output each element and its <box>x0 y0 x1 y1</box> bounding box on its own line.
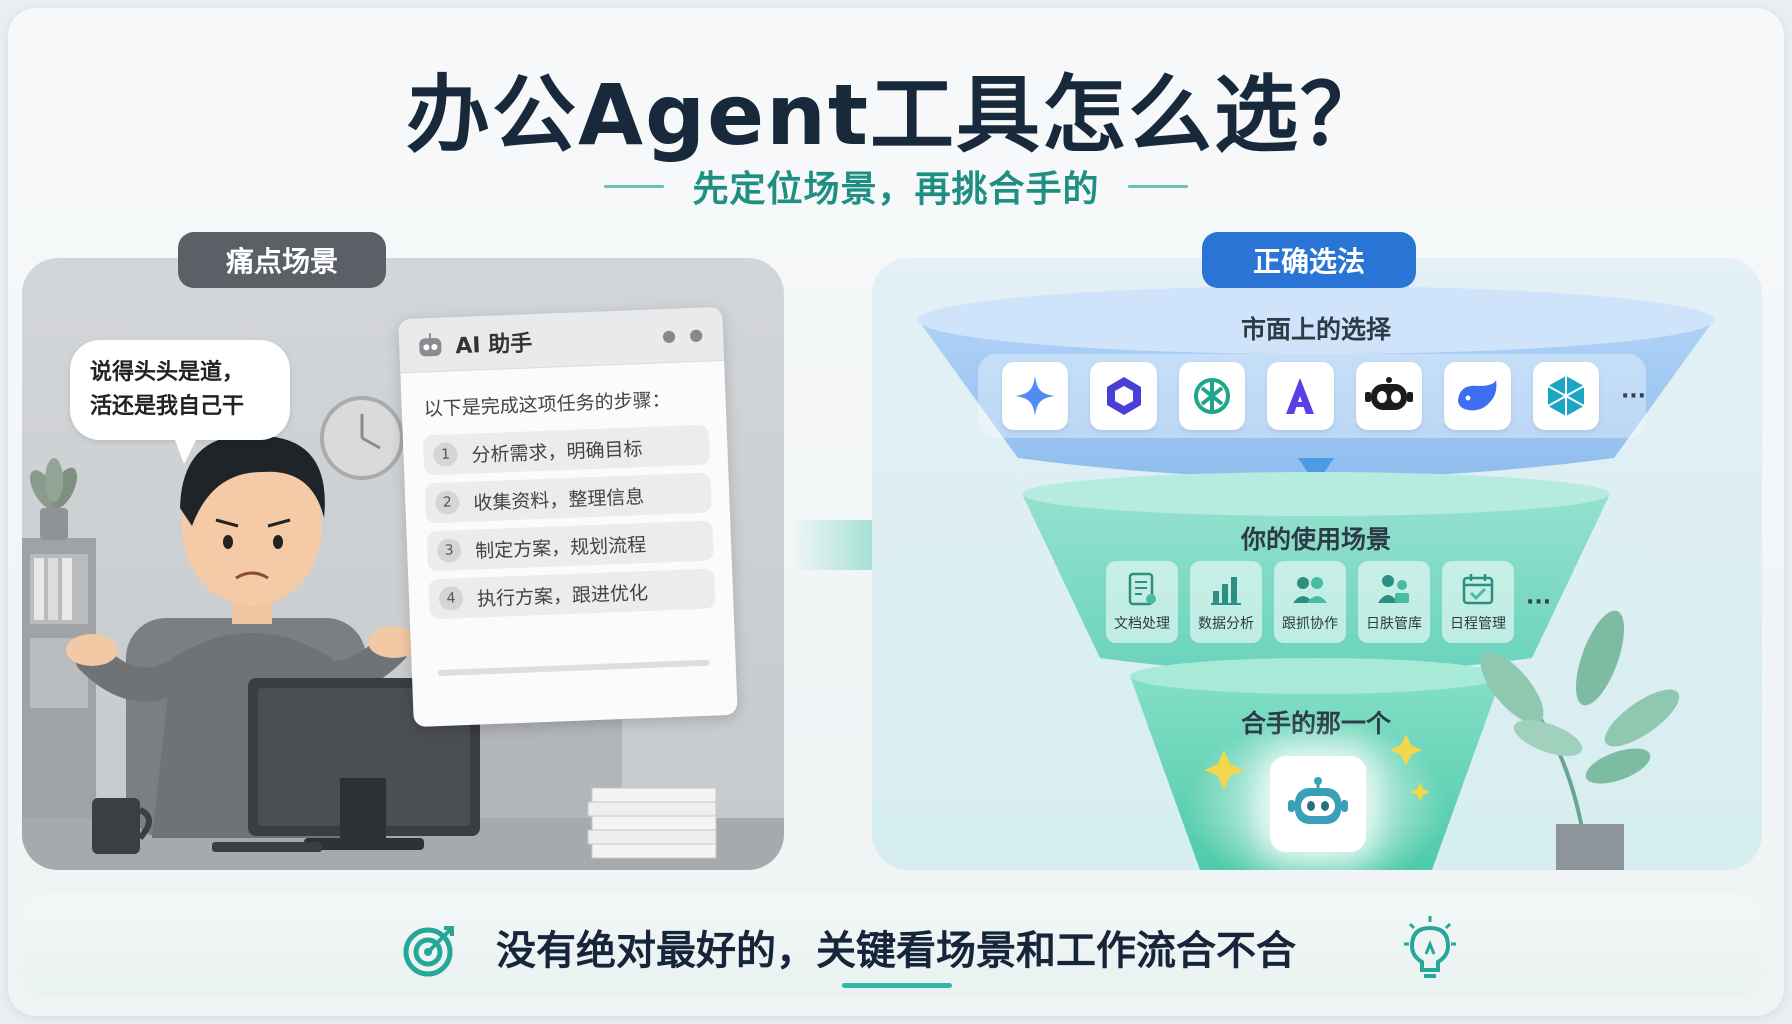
scene-label: 日肤管库 <box>1366 616 1422 632</box>
conclusion-underline <box>842 983 952 988</box>
pain-point-pill: 痛点场景 <box>178 232 386 288</box>
robot-head-icon <box>1364 377 1413 410</box>
plant-pot <box>40 508 68 540</box>
sparkle-icon <box>1390 734 1422 766</box>
ai-step-item: 2 收集资料，整理信息 <box>424 472 712 524</box>
tool-tile-robot[interactable] <box>1355 362 1423 430</box>
conclusion-banner <box>22 894 1762 996</box>
calendar-check-icon <box>1462 574 1494 605</box>
step-text: 分析需求，明确目标 <box>471 437 643 467</box>
scene-tile[interactable]: 日肤管库 <box>1358 561 1430 643</box>
tool-tile-sparkle[interactable] <box>1002 362 1069 430</box>
sparkle-icon <box>1204 750 1244 790</box>
target-icon <box>403 926 454 977</box>
window-controls-icon[interactable]: ● ● <box>661 324 708 346</box>
page-subtitle: 先定位场景，再挑合手的 <box>692 169 1100 210</box>
speech-line-2: 活还是我自己干 <box>90 394 245 419</box>
scene-tile[interactable]: 跟抓协作 <box>1274 561 1346 643</box>
step-number: 4 <box>438 586 464 612</box>
whale-icon <box>1458 380 1497 411</box>
bar-chart-icon <box>1211 577 1241 605</box>
scene-tile[interactable]: 日程管理 <box>1442 561 1514 643</box>
knot-logo-icon <box>1194 378 1231 414</box>
more-scenes-icon[interactable]: ··· <box>1526 589 1552 615</box>
correct-choice-pill: 正确选法 <box>1202 232 1416 288</box>
conclusion-text: 没有绝对最好的，关键看场景和工作流合不合 <box>496 928 1296 974</box>
robot-assistant-icon <box>1288 777 1348 824</box>
sparkle-icon <box>1410 782 1430 802</box>
chosen-agent-tile[interactable] <box>1270 756 1366 852</box>
tool-tile-hexagon[interactable] <box>1090 362 1157 430</box>
tier-1-label: 市面上的选择 <box>1240 315 1391 344</box>
speech-line-1: 说得头头是道， <box>90 360 245 385</box>
sparkle-star-icon <box>1015 376 1056 416</box>
ai-loading-bar <box>437 659 710 677</box>
tier-2-label: 你的使用场景 <box>1240 525 1391 554</box>
paper-stack <box>587 787 717 859</box>
right-hand <box>368 626 420 658</box>
speech-bubble: 说得头头是道， 活还是我自己干 <box>70 340 290 440</box>
scene-label: 文档处理 <box>1114 616 1170 632</box>
ai-window-header: AI 助手 ● ● <box>398 306 725 374</box>
tool-tile-whale[interactable] <box>1444 362 1511 430</box>
step-text: 制定方案，规划流程 <box>474 533 647 563</box>
ai-window-title: AI 助手 <box>454 330 533 359</box>
more-tools-icon[interactable]: ··· <box>1620 383 1647 409</box>
tool-logo-row: ··· <box>978 354 1646 438</box>
subtitle-line-left <box>604 184 665 188</box>
tier-3-label: 合手的那一个 <box>1240 709 1391 738</box>
page-title: 办公Agent工具怎么选？ <box>405 66 1387 164</box>
document-edit-icon <box>1128 572 1156 606</box>
scene-label: 数据分析 <box>1198 616 1254 632</box>
tool-tile-cube[interactable] <box>1532 362 1599 430</box>
step-number: 3 <box>436 538 462 564</box>
step-number: 1 <box>433 442 458 468</box>
left-hand <box>66 634 118 666</box>
people-meeting-icon <box>1378 575 1409 603</box>
scene-row: 文档处理 数据分析 跟抓协作 日肤管库 <box>1106 560 1558 644</box>
letter-a-logo-icon <box>1286 378 1315 414</box>
arrow-down-icon <box>1298 458 1334 484</box>
tool-tile-letter-a[interactable] <box>1267 362 1334 430</box>
coffee-mug <box>92 798 140 854</box>
cube-facets-icon <box>1547 376 1585 416</box>
scene-label: 跟抓协作 <box>1282 616 1338 632</box>
pain-scene-illustration <box>22 396 784 870</box>
potted-plant-icon <box>1480 610 1680 870</box>
scene-label: 日程管理 <box>1450 616 1506 632</box>
step-text: 收集资料，整理信息 <box>472 485 645 515</box>
subtitle-line-right <box>1127 184 1188 188</box>
step-number: 2 <box>434 490 460 516</box>
ai-assistant-window: AI 助手 ● ● 以下是完成这项任务的步骤： 1 分析需求，明确目标 2 收集… <box>398 306 738 728</box>
team-icon <box>1293 577 1327 603</box>
ai-step-item: 1 分析需求，明确目标 <box>422 424 711 476</box>
ai-step-item: 4 执行方案，跟进优化 <box>428 568 716 620</box>
ai-step-item: 3 制定方案，规划流程 <box>426 520 714 572</box>
step-text: 执行方案，跟进优化 <box>476 581 649 611</box>
keyboard <box>212 842 322 852</box>
person-hair <box>180 435 325 526</box>
tool-tile-knot[interactable] <box>1178 362 1246 430</box>
hexagon-ring-icon <box>1106 377 1141 415</box>
scene-tile[interactable]: 文档处理 <box>1106 561 1178 643</box>
robot-avatar-icon <box>419 332 442 356</box>
speech-bubble-tail <box>172 432 200 464</box>
ai-intro-text: 以下是完成这项任务的步骤： <box>423 388 672 421</box>
lightbulb-icon <box>1404 916 1456 978</box>
scene-tile[interactable]: 数据分析 <box>1190 561 1262 643</box>
subtitle-row: 先定位场景，再挑合手的 <box>0 160 1792 212</box>
